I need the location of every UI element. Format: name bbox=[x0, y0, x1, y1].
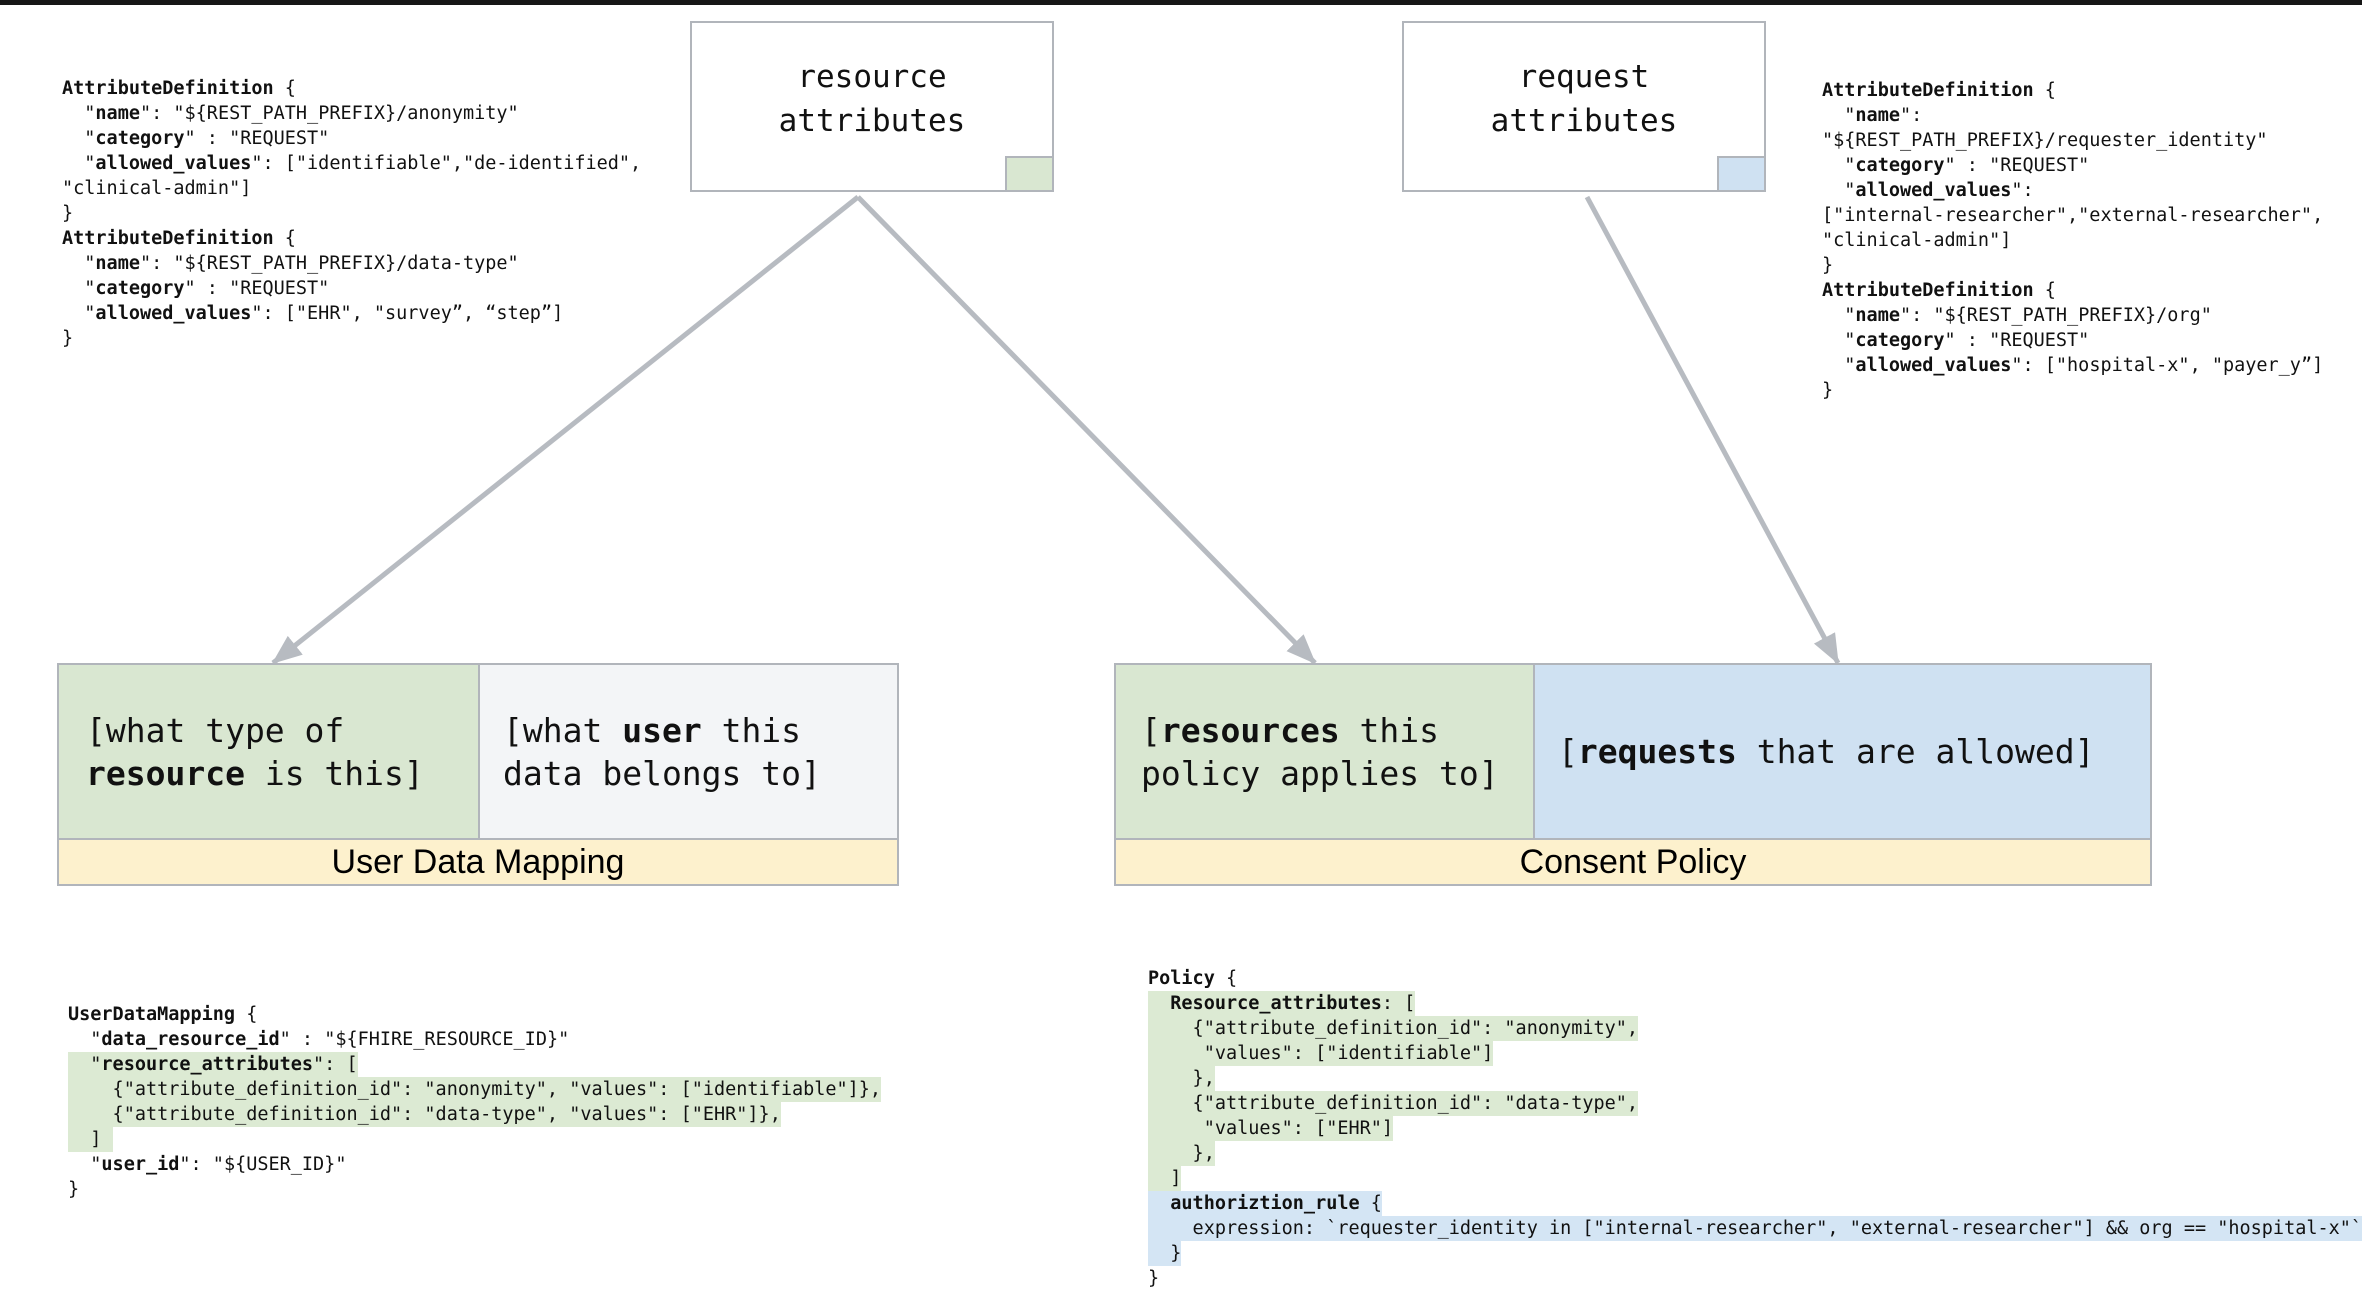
consent-policy-title-bar: Consent Policy bbox=[1116, 838, 2150, 884]
resource-attributes-box: resource attributes bbox=[690, 21, 1054, 192]
code-line: ["internal-researcher","external-researc… bbox=[1822, 205, 2324, 226]
code-line: } bbox=[62, 203, 74, 224]
code-line: "category" : "REQUEST" bbox=[62, 278, 330, 299]
code-line: {"attribute_definition_id": "anonymity",… bbox=[68, 1077, 882, 1102]
code-line: Resource_attributes: [ bbox=[1148, 991, 2362, 1016]
code-line: "clinical-admin"] bbox=[62, 178, 252, 199]
highlight-green: {"attribute_definition_id": "anonymity",… bbox=[68, 1077, 882, 1102]
top-border-bar bbox=[0, 0, 2362, 5]
request-attributes-box-label: request attributes bbox=[1491, 55, 1678, 143]
request-attribute-definitions-code: AttributeDefinition { "name": "${REST_PAT… bbox=[1822, 78, 2323, 403]
code-line: UserDataMapping { bbox=[68, 1004, 258, 1025]
code-line: } bbox=[68, 1179, 80, 1200]
highlight-green: ] bbox=[68, 1127, 113, 1152]
code-line: data belongs to] bbox=[503, 753, 821, 793]
highlight-green: "values": ["EHR"] bbox=[1148, 1116, 1394, 1141]
code-line: }, bbox=[1148, 1141, 2362, 1166]
resource-attributes-box-label: resource attributes bbox=[779, 55, 966, 143]
code-line: expression: `requester_identity in ["int… bbox=[1148, 1216, 2362, 1241]
highlight-blue: } bbox=[1148, 1241, 1182, 1266]
user-data-mapping-label: User Data Mapping bbox=[331, 842, 625, 881]
request-attributes-color-chip bbox=[1717, 156, 1766, 192]
code-line: }, bbox=[1148, 1066, 2362, 1091]
user-data-mapping-code: UserDataMapping { "data_resource_id" : "… bbox=[68, 1002, 882, 1202]
code-line: "resource_attributes": [ bbox=[68, 1052, 881, 1077]
highlight-blue: authoriztion_rule { bbox=[1148, 1191, 1382, 1216]
highlight-green: }, bbox=[1148, 1066, 1215, 1091]
code-line: "values": ["EHR"] bbox=[1148, 1116, 2362, 1141]
highlight-green: ] bbox=[1148, 1166, 1182, 1191]
resource-attributes-color-chip bbox=[1005, 156, 1054, 192]
cp-requests-cell: [requests that are allowed] bbox=[1533, 665, 2150, 838]
code-line: ] bbox=[1148, 1166, 2362, 1191]
code-line: "values": ["identifiable"] bbox=[1148, 1041, 2362, 1066]
arrow-resource-to-user-data-mapping bbox=[271, 195, 860, 665]
code-line: } bbox=[1822, 255, 1834, 276]
resource-attribute-definitions-code: AttributeDefinition { "name": "${REST_PA… bbox=[62, 76, 641, 351]
code-line: "category" : "REQUEST" bbox=[1822, 330, 2090, 351]
code-line: authoriztion_rule { bbox=[1148, 1191, 2362, 1216]
code-line: AttributeDefinition { bbox=[62, 78, 296, 99]
code-line: request bbox=[1518, 58, 1650, 95]
code-line: "category" : "REQUEST" bbox=[62, 128, 330, 149]
code-line: "allowed_values": bbox=[1822, 180, 2034, 201]
code-line: "name": bbox=[1822, 105, 1923, 126]
code-line: {"attribute_definition_id": "data-type",… bbox=[68, 1102, 881, 1127]
code-line: AttributeDefinition { bbox=[62, 228, 296, 249]
highlight-green: {"attribute_definition_id": "data-type", bbox=[1148, 1091, 1639, 1116]
highlight-blue: expression: `requester_identity in ["int… bbox=[1148, 1216, 2362, 1241]
code-line: } bbox=[1148, 1268, 1160, 1289]
code-line: {"attribute_definition_id": "data-type", bbox=[1148, 1091, 2362, 1116]
code-line: AttributeDefinition { bbox=[1822, 80, 2056, 101]
code-line: "name": "${REST_PATH_PREFIX}/org" bbox=[1822, 305, 2212, 326]
arrow-request-to-consent-policy bbox=[1584, 195, 1841, 665]
code-line: "clinical-admin"] bbox=[1822, 230, 2012, 251]
code-line: attributes bbox=[778, 102, 966, 139]
code-line: } bbox=[62, 328, 74, 349]
code-line: } bbox=[1822, 380, 1834, 401]
consent-policy-label: Consent Policy bbox=[1519, 842, 1747, 881]
code-line: policy applies to] bbox=[1141, 753, 1499, 793]
highlight-green: "resource_attributes": [ bbox=[68, 1052, 358, 1077]
arrow-resource-to-consent-policy bbox=[856, 195, 1317, 665]
code-line: [what user this bbox=[503, 710, 802, 750]
code-line: } bbox=[1148, 1241, 2362, 1266]
code-line: "allowed_values": ["identifiable","de-id… bbox=[62, 153, 642, 174]
code-line: ] bbox=[68, 1127, 881, 1152]
user-data-mapping-title-bar: User Data Mapping bbox=[59, 838, 897, 884]
code-line: [resources this bbox=[1141, 710, 1440, 750]
code-line: "category" : "REQUEST" bbox=[1822, 155, 2090, 176]
code-line: resource is this] bbox=[86, 753, 424, 793]
code-line: [requests that are allowed] bbox=[1558, 732, 2095, 771]
code-line: resource bbox=[797, 58, 947, 95]
code-line: "name": "${REST_PATH_PREFIX}/anonymity" bbox=[62, 103, 519, 124]
highlight-green: {"attribute_definition_id": "anonymity", bbox=[1148, 1016, 1639, 1041]
code-line: "allowed_values": ["EHR", "survey”, “ste… bbox=[62, 303, 564, 324]
highlight-green: {"attribute_definition_id": "data-type",… bbox=[68, 1102, 781, 1127]
highlight-green: "values": ["identifiable"] bbox=[1148, 1041, 1494, 1066]
code-line: "user_id": "${USER_ID}" bbox=[68, 1154, 347, 1175]
request-attributes-box: request attributes bbox=[1402, 21, 1766, 192]
policy-code: Policy { Resource_attributes: [ {"attrib… bbox=[1148, 966, 2362, 1291]
code-line: [what type of bbox=[86, 710, 345, 750]
highlight-green: Resource_attributes: [ bbox=[1148, 991, 1416, 1016]
highlight-green: }, bbox=[1148, 1141, 1215, 1166]
code-line: attributes bbox=[1490, 102, 1678, 139]
code-line: {"attribute_definition_id": "anonymity", bbox=[1148, 1016, 2362, 1041]
code-line: "data_resource_id" : "${FHIRE_RESOURCE_I… bbox=[68, 1029, 570, 1050]
code-line: "${REST_PATH_PREFIX}/requester_identity" bbox=[1822, 130, 2268, 151]
code-line: AttributeDefinition { bbox=[1822, 280, 2056, 301]
code-line: "allowed_values": ["hospital-x", "payer_… bbox=[1822, 355, 2324, 376]
code-line: "name": "${REST_PATH_PREFIX}/data-type" bbox=[62, 253, 519, 274]
code-line: Policy { bbox=[1148, 968, 1238, 989]
